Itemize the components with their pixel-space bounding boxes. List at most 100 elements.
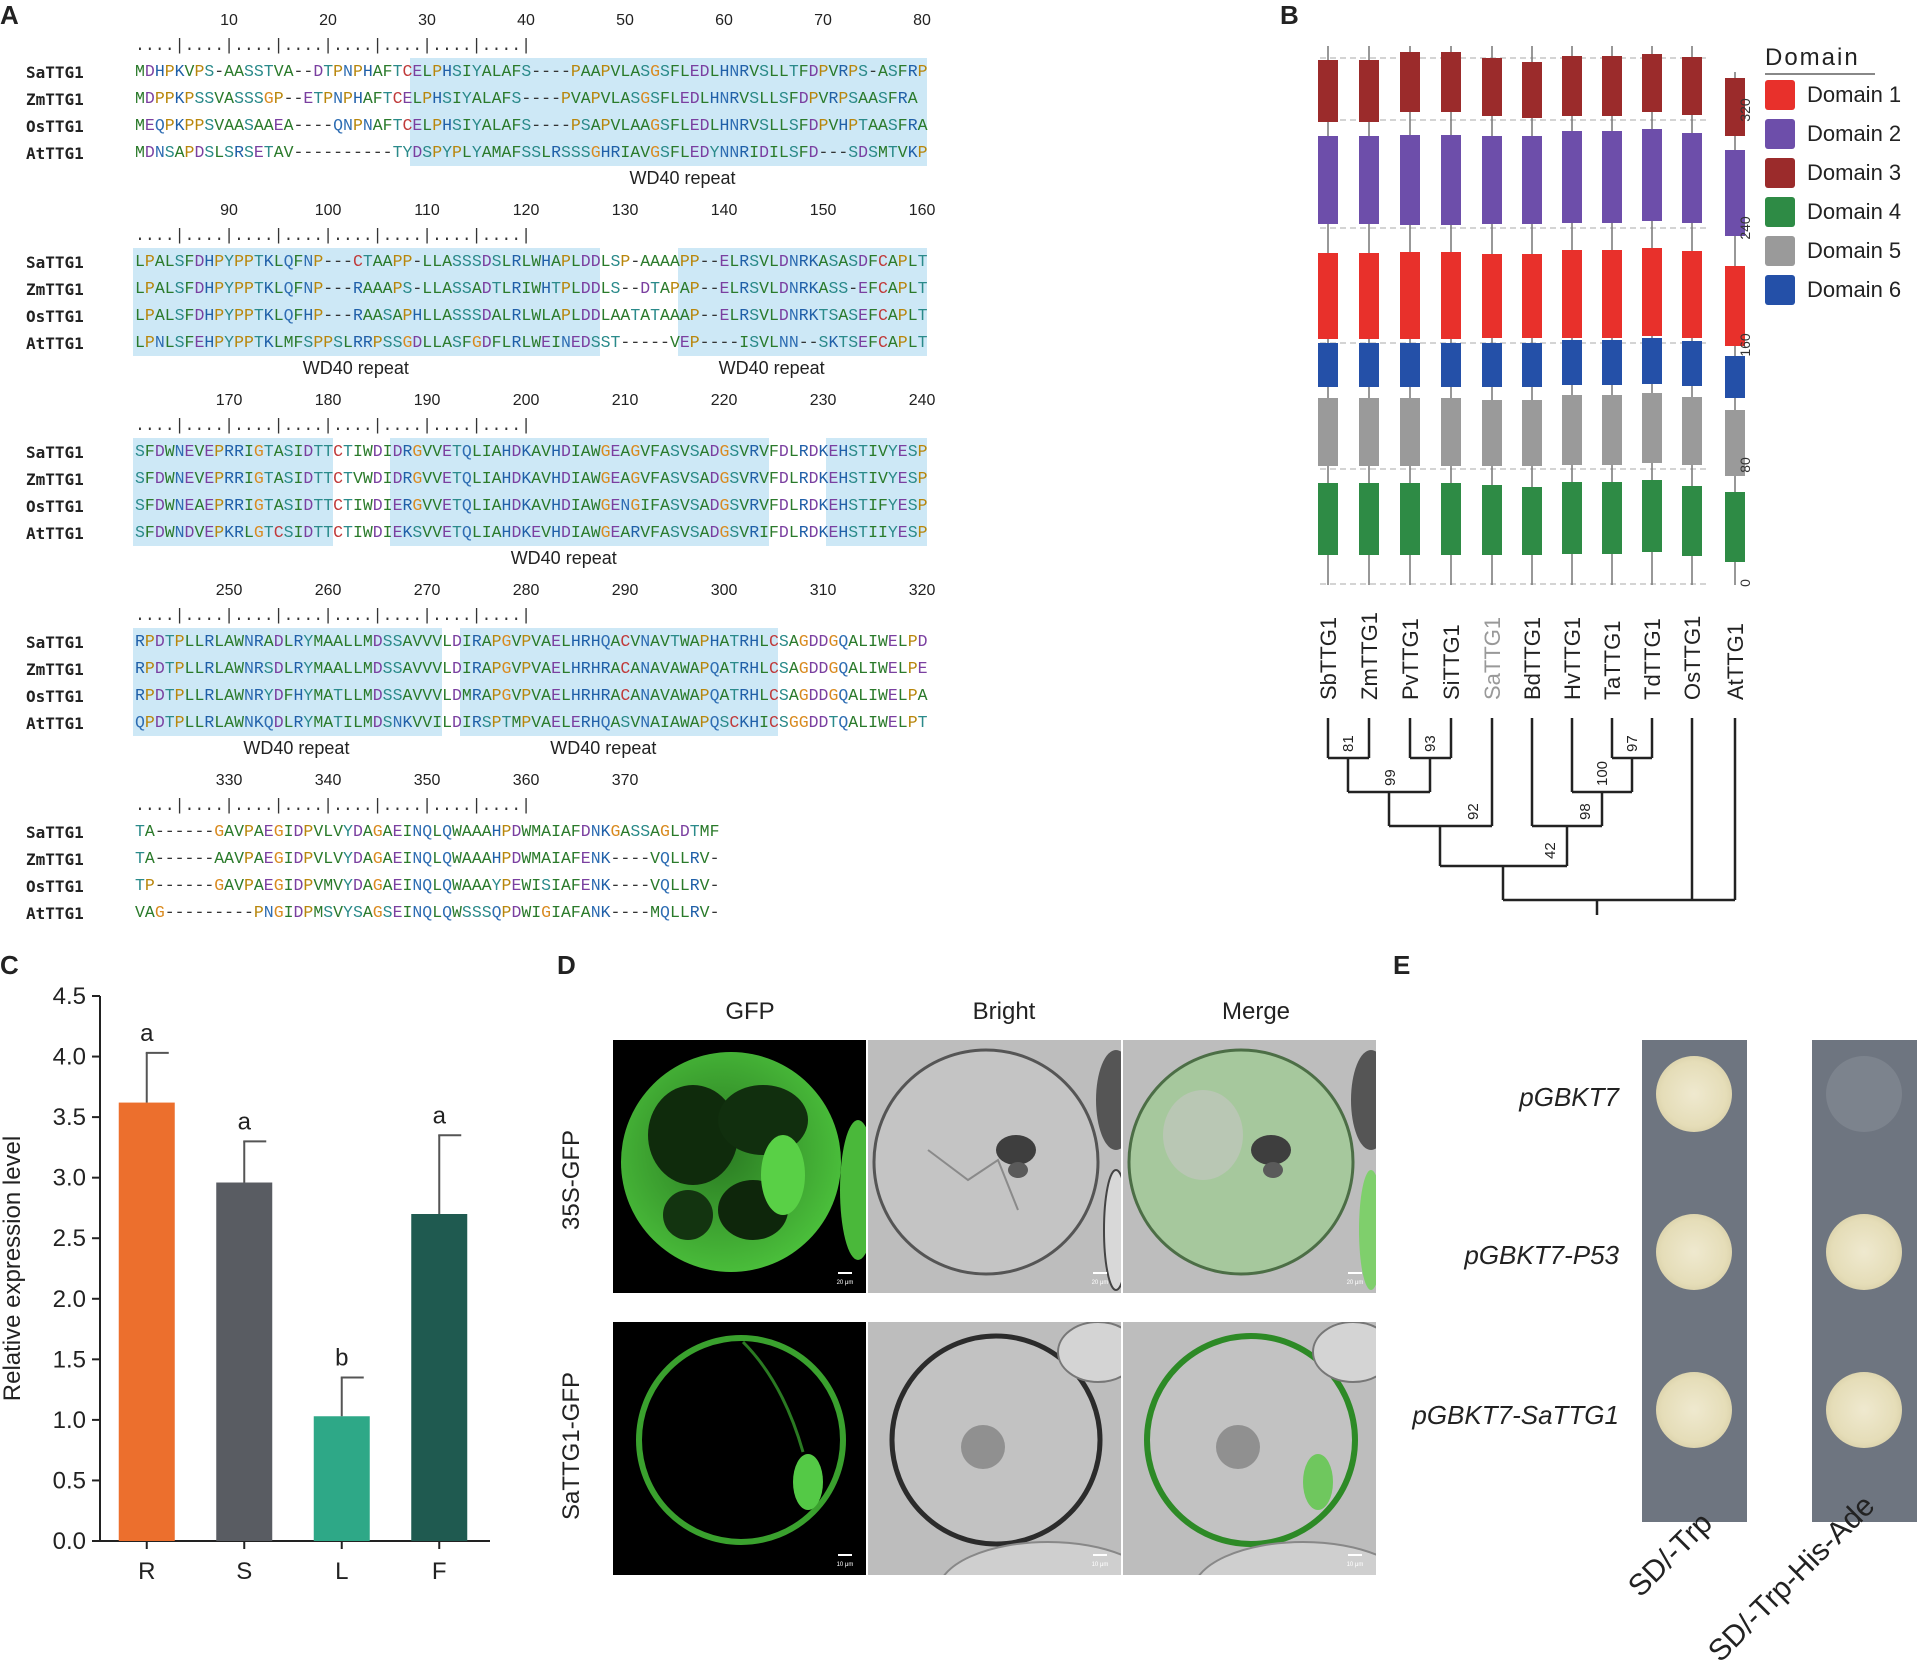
domain-segment <box>1682 486 1702 556</box>
domain-segment <box>1682 397 1702 465</box>
wd40-repeat-label: WD40 repeat <box>510 548 617 568</box>
position-number: 290 <box>611 582 639 599</box>
domain-segment <box>1359 398 1379 466</box>
bar <box>118 1102 175 1541</box>
domain-segment <box>1602 482 1622 554</box>
y-tick-label: 4.5 <box>53 983 86 1010</box>
domain-segment <box>1441 343 1461 387</box>
axis-tick-label: 320 <box>1737 98 1750 122</box>
domain-segment <box>1725 356 1745 398</box>
sequence-name: AtTTG1 <box>26 904 84 923</box>
position-number: 240 <box>908 392 936 409</box>
domain-segment <box>1441 483 1461 555</box>
scale-bar-label: 20 μm <box>837 1280 854 1286</box>
legend-swatch <box>1765 197 1795 227</box>
domain-segment <box>1522 62 1542 118</box>
sequence-residues: TP------GAVPAEGIDPVMVYDAGAEINQLQWAAAYPEW… <box>135 876 720 895</box>
domain-segment <box>1318 60 1338 122</box>
y-tick-label: 0.0 <box>53 1528 86 1555</box>
sequence-name: SaTTG1 <box>26 253 84 272</box>
domain-segment <box>1522 400 1542 466</box>
legend-label: Domain 2 <box>1807 121 1902 146</box>
position-number: 150 <box>809 202 837 219</box>
domain-segment <box>1441 52 1461 112</box>
yeast-colony <box>1826 1372 1902 1448</box>
sequence-name: OsTTG1 <box>26 687 84 706</box>
legend-swatch <box>1765 236 1795 266</box>
domain-segment <box>1400 135 1420 225</box>
position-number: 110 <box>414 202 440 219</box>
position-number: 260 <box>314 582 342 599</box>
y-tick-label: 3.5 <box>53 1104 86 1131</box>
position-number: 120 <box>512 202 540 219</box>
sequence-residues: LPNLSFEHPYPPTKLMFSPPSLRRPSSGDLLASFGDFLRL… <box>135 333 928 352</box>
sequence-name: SaTTG1 <box>26 633 84 652</box>
domain-segment <box>1562 395 1582 465</box>
position-number: 80 <box>913 12 931 29</box>
x-tick-label: S <box>236 1558 252 1585</box>
wd40-repeat-label: WD40 repeat <box>629 168 736 188</box>
position-number: 320 <box>908 582 936 599</box>
panel-label-a: A <box>0 0 19 30</box>
position-number: 170 <box>215 392 243 409</box>
domain-segment <box>1522 136 1542 224</box>
wd40-shading <box>826 438 927 546</box>
gene-label: SaTTG1 <box>1480 617 1505 700</box>
position-number: 40 <box>517 12 535 29</box>
sequence-residues: LPALSFDHPYPPTKLQFHP---RAASAPHLLASSSDALRL… <box>135 306 928 325</box>
domain-segment <box>1400 52 1420 112</box>
construct-label-pgbkt7-sattg1: pGBKT7-SaTTG1 <box>1412 1400 1619 1430</box>
sequence-residues: SFDWNEVEPRRIGTASIDTTCTIWDIDRGVVETQLIAHDK… <box>135 442 928 461</box>
significance-letter: a <box>238 1108 252 1135</box>
domain-segment <box>1642 248 1662 336</box>
domain-segment <box>1359 253 1379 339</box>
domain-segment <box>1682 251 1702 338</box>
position-number: 180 <box>314 392 342 409</box>
position-number: 350 <box>413 772 441 789</box>
position-number: 210 <box>611 392 639 409</box>
domain-segment <box>1318 483 1338 555</box>
position-number: 50 <box>616 12 634 29</box>
image-sattg1-gfp-bright: 10 μm <box>868 1322 1121 1575</box>
y-tick-label: 2.5 <box>53 1225 86 1252</box>
gene-label: ZmTTG1 <box>1357 612 1382 700</box>
sequence-residues: RPDTPLLRLAWNRYDFHYMATLLMDSSAVVVLDMRAPGVP… <box>135 686 928 705</box>
yeast-colony <box>1826 1214 1902 1290</box>
scale-bar-label: 20 μm <box>1347 1280 1364 1286</box>
scale-bar-label: 10 μm <box>837 1562 854 1568</box>
sequence-residues: RPDTPLLRLAWNRSDLRYMAALLMDSSAVVVLDIRAPGVP… <box>135 659 928 678</box>
position-number: 130 <box>611 202 639 219</box>
gene-label: OsTTG1 <box>1680 616 1705 700</box>
position-number: 100 <box>314 202 342 219</box>
wd40-repeat-label: WD40 repeat <box>302 358 409 378</box>
x-tick-label: L <box>335 1558 348 1585</box>
wd40-shading <box>677 248 927 356</box>
domain-segment <box>1318 343 1338 387</box>
domain-segment <box>1725 78 1745 136</box>
legend-label: Domain 6 <box>1807 277 1902 302</box>
bootstrap-value: 92 <box>1465 803 1482 820</box>
row-label-sattg1-gfp: SaTTG1-GFP <box>558 1371 585 1520</box>
construct-label-pgbkt7: pGBKT7 <box>1519 1082 1619 1112</box>
sequence-name: ZmTTG1 <box>26 470 84 489</box>
wd40-shading <box>133 248 601 356</box>
domain-segment <box>1602 56 1622 116</box>
domain-segment <box>1441 252 1461 339</box>
scale-bar-label: 10 μm <box>1092 1562 1109 1568</box>
bootstrap-value: 93 <box>1422 735 1439 752</box>
gene-label: SiTTG1 <box>1439 624 1464 700</box>
axis-tick-label: 80 <box>1737 457 1750 473</box>
position-number: 220 <box>710 392 738 409</box>
